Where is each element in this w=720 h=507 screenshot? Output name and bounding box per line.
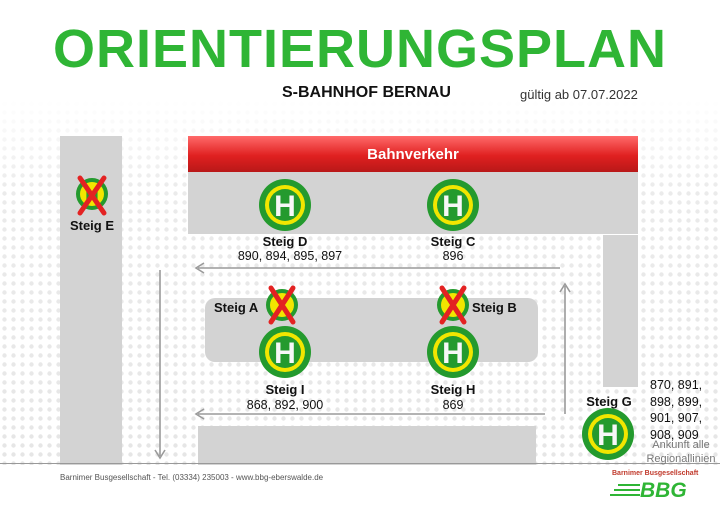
platform-south <box>198 426 536 465</box>
valid-from-date: gültig ab 07.07.2022 <box>520 87 638 102</box>
stop-name-steig-h: Steig H <box>430 382 476 397</box>
stop-lines-steig-i: 868, 892, 900 <box>246 398 324 412</box>
stop-name-steig-e: Steig E <box>69 218 115 233</box>
stop-name-steig-d: Steig D <box>262 234 308 249</box>
closed-cross-icon-steig-b <box>439 285 467 325</box>
stop-letter: H <box>442 190 464 223</box>
stop-name-steig-c: Steig C <box>430 234 476 249</box>
bus-stop-icon-steig-i: H <box>259 326 311 378</box>
stop-lines-row: 870, 891, <box>650 378 703 392</box>
stop-name-steig-g: Steig G <box>586 394 632 409</box>
arrival-note-steig-g: Ankunft alle Regionallinien <box>642 438 720 466</box>
stop-letter: H <box>274 190 296 223</box>
arrowhead-east-road <box>559 282 571 293</box>
note-row: Ankunft alle <box>652 439 710 451</box>
stop-name-steig-a: Steig A <box>214 300 259 315</box>
bus-stop-icon-steig-g: H <box>582 408 634 460</box>
arrowhead-west-road <box>154 449 166 460</box>
stop-letter: H <box>274 337 296 370</box>
bus-stop-icon-steig-c: H <box>427 179 479 231</box>
stop-lines-steig-c: 896 <box>442 249 464 263</box>
station-name: S-BAHNHOF BERNAU <box>282 84 451 101</box>
bus-stop-icon-steig-d: H <box>259 179 311 231</box>
stop-name-steig-i: Steig I <box>265 382 305 397</box>
closed-cross-icon-steig-a <box>268 285 296 325</box>
logo-stripe <box>614 489 640 491</box>
rail-track-bar <box>188 136 638 172</box>
bus-stop-icon-steig-h: H <box>427 326 479 378</box>
stop-letter: H <box>597 419 619 452</box>
stop-lines-steig-g: 870, 891, 898, 899, 901, 907, 908, 909 <box>650 377 702 443</box>
platform-east <box>603 235 638 387</box>
page-title: ORIENTIERUNGSPLAN <box>52 19 668 79</box>
footer-divider <box>0 463 720 464</box>
stop-lines-steig-h: 869 <box>442 398 464 412</box>
stop-lines-row: 908, 909 <box>650 427 699 442</box>
note-row: Regionallinien <box>646 453 716 465</box>
closed-cross-icon-steig-e <box>77 175 107 216</box>
rail-label: Bahnverkehr <box>367 146 459 163</box>
stop-lines-row: 898, 899, <box>650 394 703 409</box>
stop-lines-steig-d: 890, 894, 895, 897 <box>237 249 343 263</box>
brand-name: Barnimer Busgesellschaft <box>612 470 699 477</box>
logo-stripe <box>618 484 640 486</box>
stop-lines-row: 901, 907, <box>650 411 703 425</box>
stop-letter: H <box>442 337 464 370</box>
brand-logo: BBG <box>640 479 687 502</box>
arrowhead-north-road <box>194 262 205 274</box>
stop-name-steig-b: Steig B <box>472 300 517 315</box>
logo-stripe <box>610 494 640 496</box>
footer-contact: Barnimer Busgesellschaft - Tel. (03334) … <box>60 473 324 482</box>
arrowhead-south-road <box>194 408 205 420</box>
